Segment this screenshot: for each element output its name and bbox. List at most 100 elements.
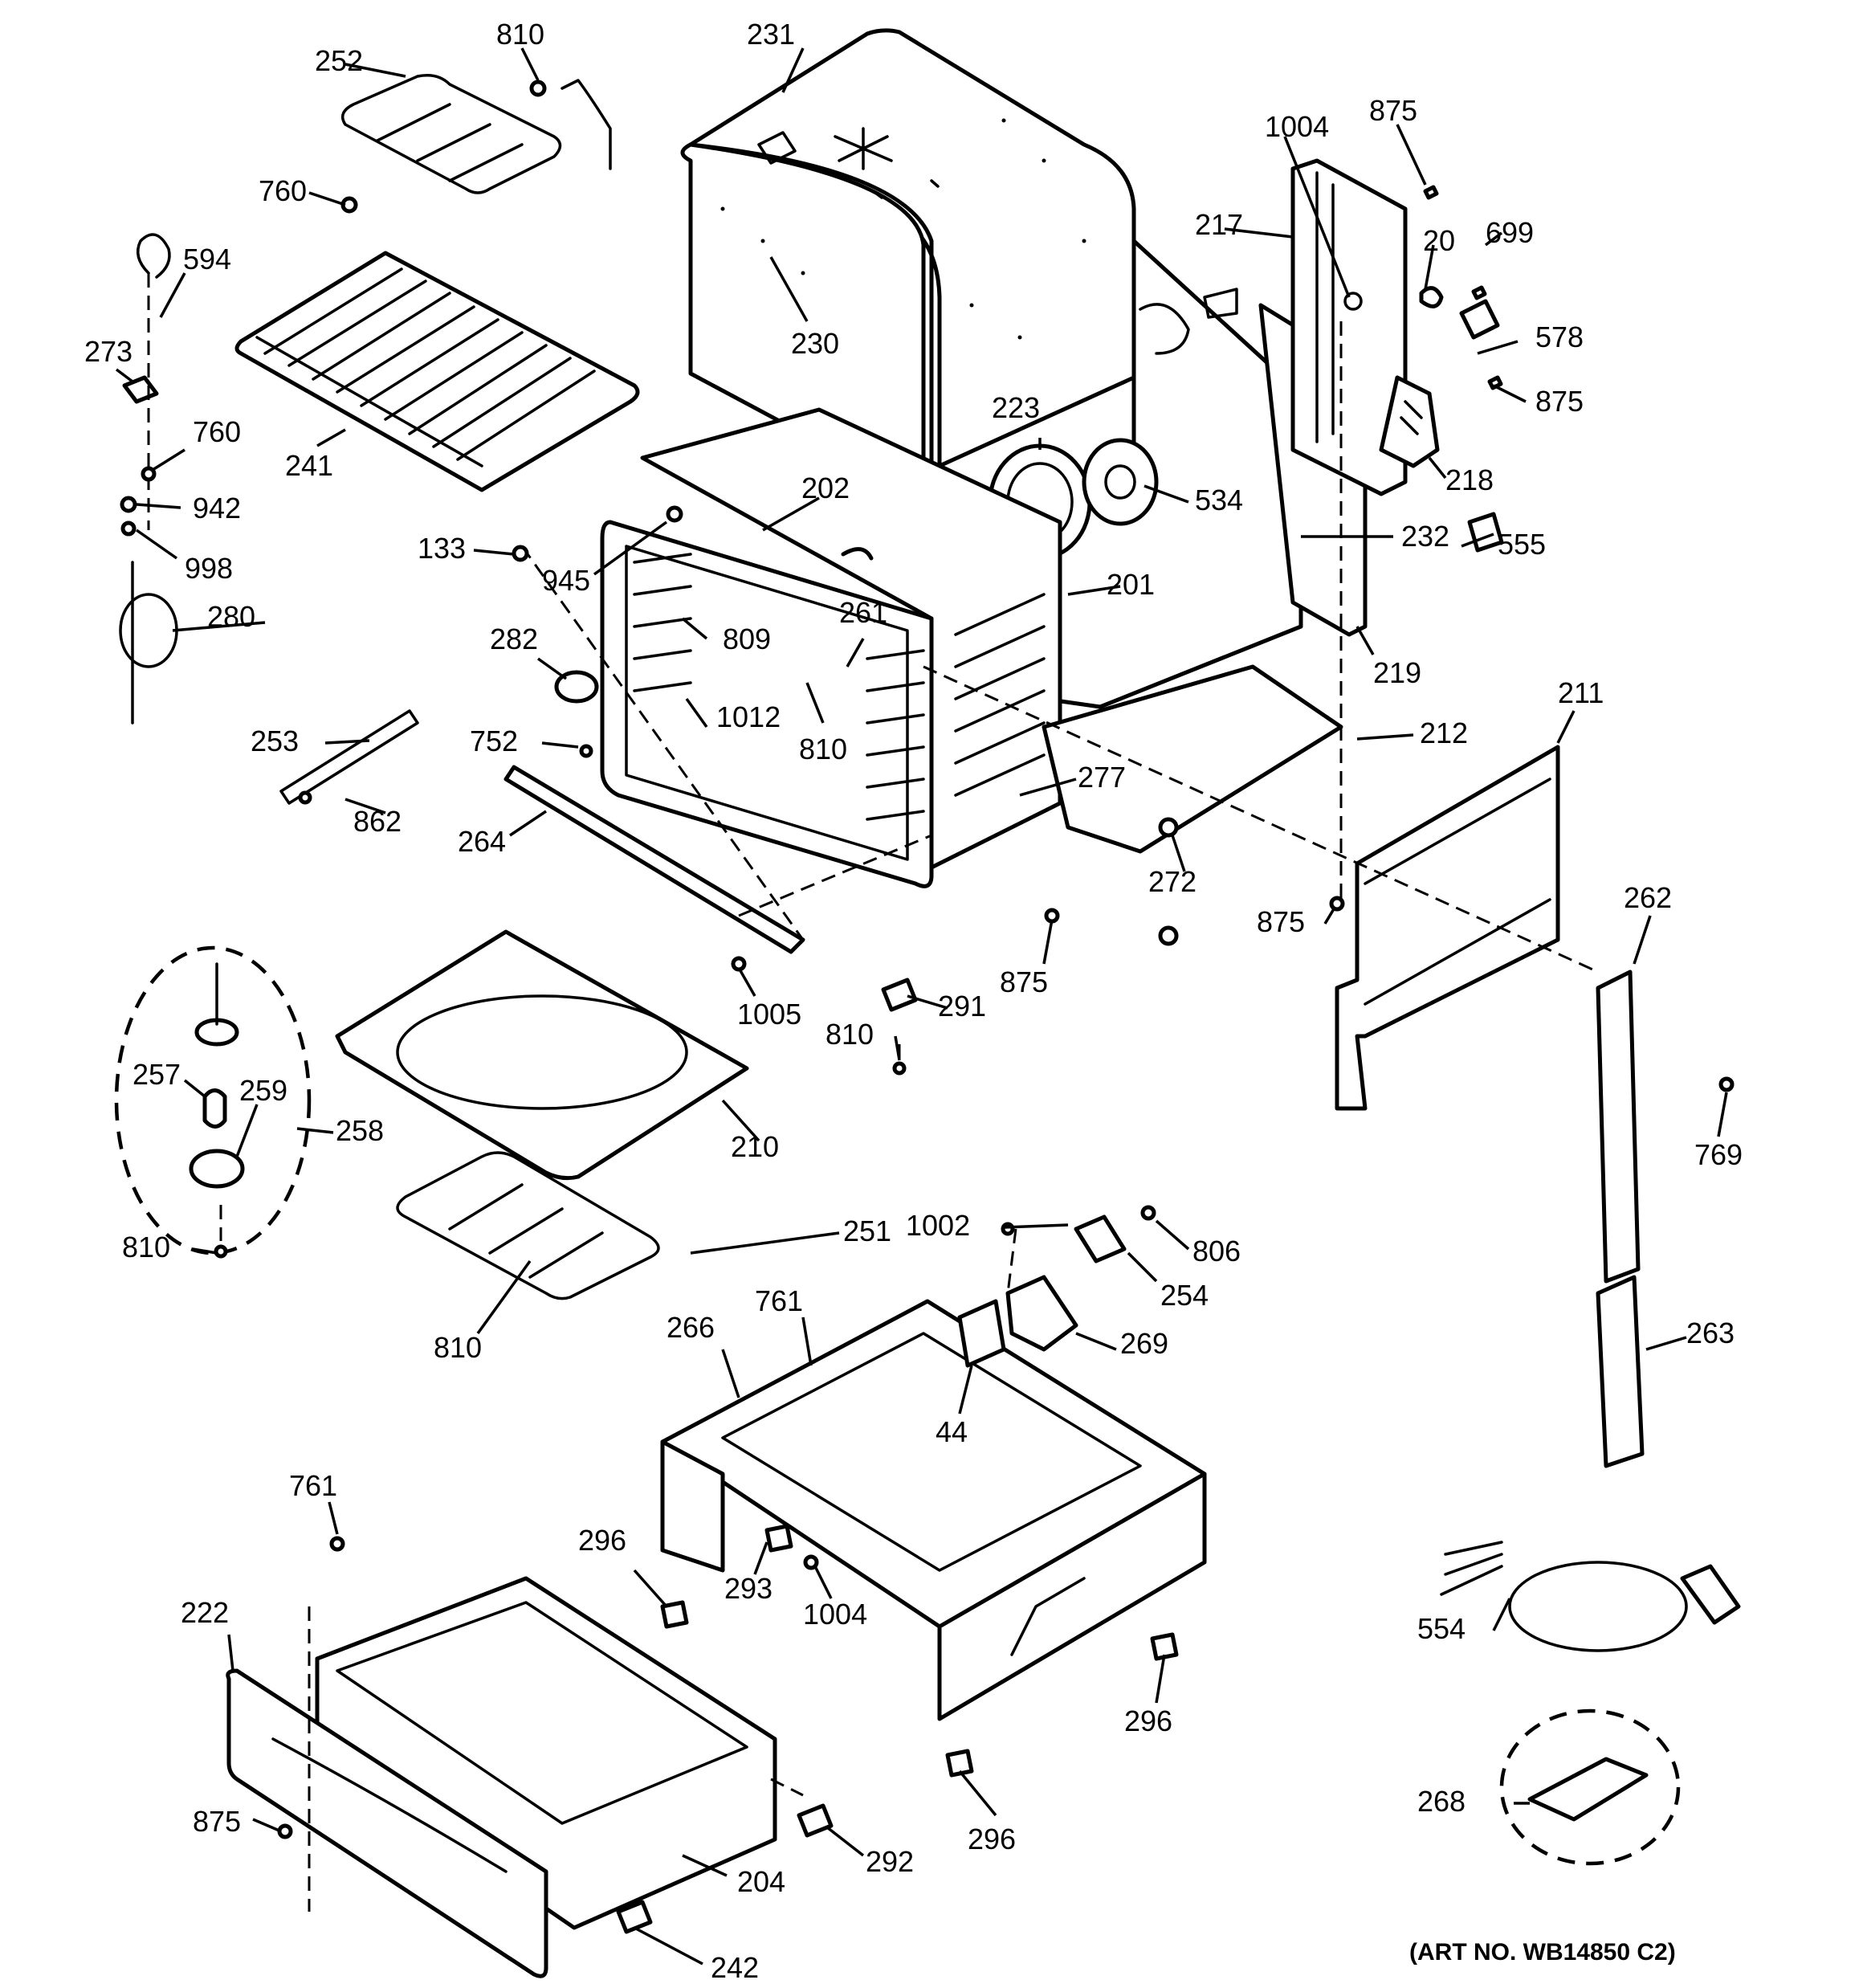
- part-label: 1004: [1265, 110, 1329, 143]
- part-label: 875: [1535, 385, 1584, 418]
- part-label: 1004: [803, 1598, 867, 1631]
- part-label: 945: [542, 564, 590, 597]
- part-label: 263: [1686, 1316, 1735, 1349]
- part-label: 44: [936, 1415, 968, 1448]
- part-label: 292: [866, 1845, 914, 1878]
- hinge-detail-part: [1499, 1708, 1681, 1866]
- part-label: 761: [755, 1284, 803, 1317]
- part-label: 252: [315, 44, 363, 77]
- part-label: 242: [711, 1951, 759, 1984]
- part-label: 219: [1373, 656, 1421, 689]
- part-label: 253: [251, 725, 299, 757]
- part-label: 204: [737, 1865, 785, 1898]
- part-label: 266: [667, 1311, 715, 1344]
- part-label: 810: [434, 1331, 482, 1364]
- part-label: 201: [1107, 568, 1155, 601]
- part-label: 806: [1192, 1235, 1241, 1268]
- storage-drawer-part: [226, 1576, 777, 1978]
- part-label: 810: [799, 733, 847, 765]
- part-label: 554: [1417, 1612, 1466, 1645]
- part-label: 1012: [716, 700, 781, 733]
- lock-bracket-parts: [957, 1214, 1127, 1368]
- part-label: 258: [336, 1114, 384, 1147]
- bottom-panel-part: [1042, 664, 1343, 854]
- part-label: 280: [207, 600, 255, 633]
- part-number-labels: 252 810 231 1004 875 760 594 273 760 942…: [84, 18, 1743, 1984]
- part-label: 241: [285, 449, 333, 482]
- part-label: 293: [724, 1572, 773, 1605]
- part-label: 296: [1124, 1704, 1172, 1737]
- screw-markers: [120, 80, 1735, 1934]
- lamp-socket-detail-part: [114, 945, 312, 1255]
- base-frame-part: [660, 1299, 1207, 1721]
- bake-element-part: [396, 1151, 660, 1300]
- outer-wrapper-part: [680, 28, 1136, 516]
- side-panel-part: [1335, 745, 1560, 1111]
- part-label: 761: [289, 1469, 337, 1502]
- part-label: 273: [84, 335, 132, 368]
- part-label: 211: [1558, 676, 1604, 709]
- part-label: 223: [992, 391, 1040, 424]
- part-label: 222: [181, 1596, 229, 1629]
- part-label: 809: [723, 623, 771, 655]
- part-label: 282: [490, 623, 538, 655]
- broil-element-part: [340, 74, 612, 194]
- part-label: 133: [418, 532, 466, 565]
- part-label: 231: [747, 18, 795, 51]
- oven-rack-part: [234, 251, 640, 492]
- part-label: 1002: [906, 1209, 970, 1242]
- part-label: 810: [496, 18, 544, 51]
- terminal-block-part: [1379, 375, 1440, 468]
- part-label: 810: [826, 1018, 874, 1051]
- power-cord-part: [1440, 1541, 1741, 1652]
- part-label: 268: [1417, 1785, 1466, 1818]
- misc-oven-parts: [279, 670, 805, 954]
- part-label: 875: [1369, 94, 1417, 127]
- part-label: 810: [122, 1231, 170, 1263]
- part-label: 769: [1694, 1138, 1743, 1171]
- fastener-parts: [1419, 185, 1504, 553]
- part-label: 296: [578, 1524, 626, 1557]
- part-label: 269: [1120, 1327, 1168, 1360]
- part-label: 760: [259, 174, 307, 207]
- part-label: 534: [1195, 484, 1243, 516]
- part-label: 217: [1195, 208, 1243, 241]
- part-label: 998: [185, 552, 233, 585]
- part-label: 232: [1401, 520, 1449, 553]
- part-label: 752: [470, 725, 518, 757]
- art-number-label: (ART NO. WB14850 C2): [1409, 1939, 1676, 1966]
- part-label: 291: [938, 990, 986, 1023]
- part-label: 212: [1420, 716, 1468, 749]
- oven-cavity-part: [600, 407, 1062, 888]
- side-trim-parts: [1596, 970, 1645, 1468]
- part-label: 218: [1445, 463, 1494, 496]
- part-label: 259: [239, 1074, 287, 1107]
- part-label: 251: [843, 1214, 891, 1247]
- part-label: 254: [1160, 1279, 1209, 1312]
- part-label: 264: [458, 825, 506, 858]
- part-label: 578: [1535, 320, 1584, 353]
- part-label: 555: [1498, 528, 1546, 561]
- part-label: 594: [183, 243, 231, 276]
- callout-leader-lines: [115, 47, 1728, 1966]
- part-label: 875: [1257, 905, 1305, 938]
- part-label: 262: [1624, 881, 1672, 914]
- oven-bottom-panel-part: [335, 929, 749, 1181]
- part-label: 875: [193, 1805, 241, 1838]
- part-label: 277: [1078, 761, 1126, 794]
- part-label: 202: [801, 471, 850, 504]
- part-label: 862: [353, 805, 402, 838]
- part-label: 210: [731, 1130, 779, 1163]
- part-label: 257: [132, 1058, 181, 1091]
- part-label: 261: [839, 596, 887, 629]
- part-label: 875: [1000, 965, 1048, 998]
- part-label: 942: [193, 492, 241, 525]
- part-label: 230: [791, 327, 839, 360]
- part-label: 20: [1423, 224, 1455, 257]
- part-label: 699: [1486, 216, 1534, 249]
- part-label: 296: [968, 1823, 1016, 1855]
- part-label: 1005: [737, 998, 801, 1031]
- part-label: 760: [193, 415, 241, 448]
- part-label: 272: [1148, 865, 1196, 898]
